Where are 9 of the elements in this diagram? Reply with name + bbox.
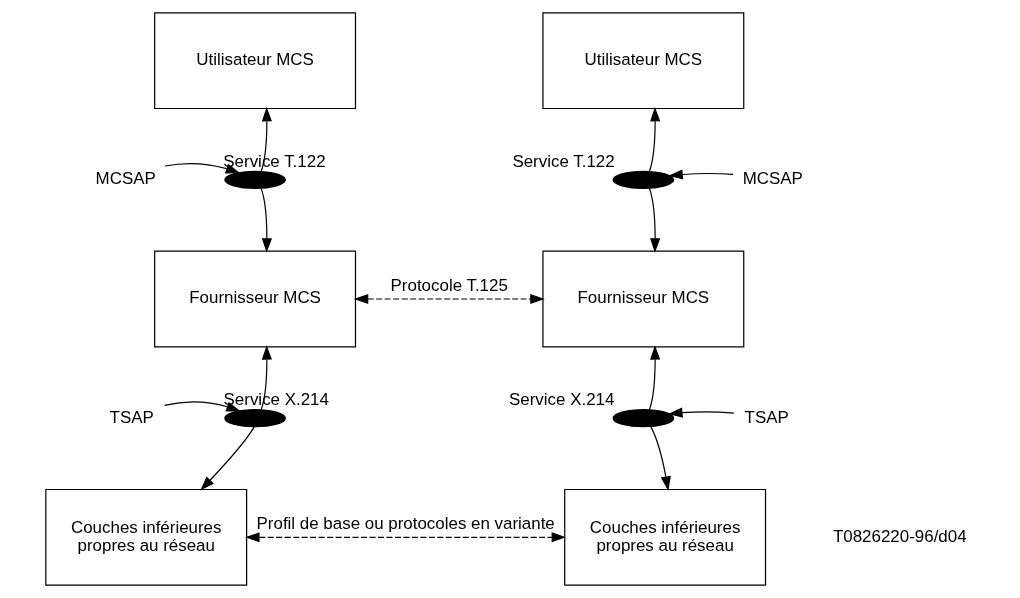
node-label: Service X.214 [509, 390, 615, 410]
node-text: MCSAP [742, 169, 803, 189]
edge-label: Profil de base ou protocoles en variante [256, 514, 555, 534]
node-text: TSAP [744, 407, 789, 427]
edge-label: Protocole T.125 [390, 275, 508, 295]
node-text: MCSAP [95, 169, 156, 189]
node-label: Service T.122 [512, 151, 615, 171]
label: T0826220-96/d04 [832, 526, 967, 546]
node-text: TSAP [109, 407, 154, 427]
